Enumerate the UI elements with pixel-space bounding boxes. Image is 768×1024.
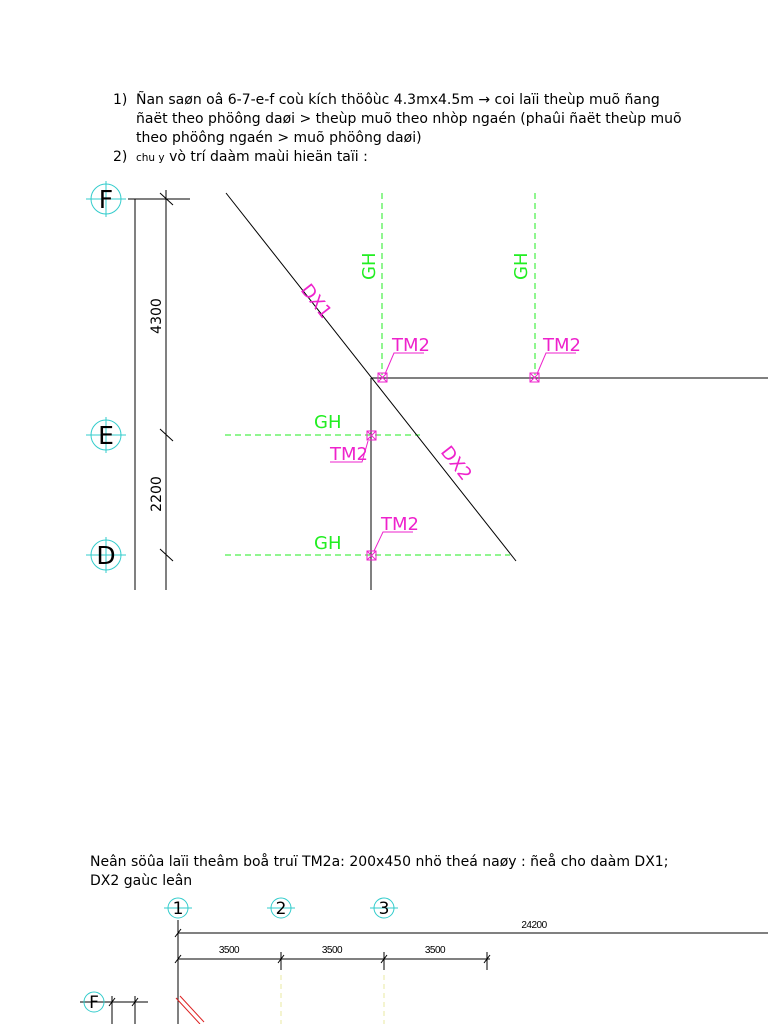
axis-marker-3: 3 <box>370 897 398 919</box>
note-item-2-text: vò trí daàm maùi hieän taïi : <box>169 149 368 165</box>
dimension-label-upper: 4300 <box>149 298 165 334</box>
column-label-tm2-3: TM2 <box>329 444 368 465</box>
note-item-2-small-text: chu y <box>136 152 165 164</box>
gh-label-3: GH <box>314 412 341 433</box>
note-item-1-line-2: ñaët theo phöông daøi > theùp muõ theo n… <box>136 111 682 127</box>
axis-label-e: E <box>98 421 114 450</box>
axis-label-2: 2 <box>276 899 287 919</box>
dimension-lines-2 <box>174 920 768 1024</box>
axis-label-3: 3 <box>379 899 390 919</box>
axis-label-f-2: F <box>89 993 99 1013</box>
dimension-label-b: 3500 <box>322 945 343 956</box>
note-item-1-number: 1) <box>113 92 128 108</box>
axis-label-1: 1 <box>173 899 184 919</box>
note-item-2: 2) chu y vò trí daàm maùi hieän taïi : <box>113 148 368 168</box>
note-item-1-line-1: Ñan saøn oâ 6-7-e-f coù kích thöôùc 4.3m… <box>136 92 660 108</box>
column-label-tm2-4: TM2 <box>380 514 419 535</box>
axis-marker-2: 2 <box>267 897 295 919</box>
axis-label-d: D <box>96 541 115 570</box>
dimension-label-c: 3500 <box>425 945 446 956</box>
axis-marker-1: 1 <box>164 897 192 919</box>
axis-marker-e: E <box>86 417 126 453</box>
gh-label-4: GH <box>314 533 341 554</box>
axis-marker-f-2: F <box>80 991 148 1024</box>
dimension-label-total: 24200 <box>521 920 547 931</box>
dimension-lines <box>128 190 190 590</box>
note-item-1-line-3: theo phöông ngaén > muõ phöông daøi) <box>136 130 422 146</box>
gh-label-2: GH <box>511 253 532 280</box>
section-2-line-2: DX2 gaùc leân <box>90 873 193 889</box>
grid-lines-2 <box>280 975 385 1024</box>
axis-label-f: F <box>99 185 113 214</box>
dimension-label-lower: 2200 <box>149 476 165 512</box>
column-label-tm2-1: TM2 <box>391 335 430 356</box>
beam-lines-2 <box>175 995 205 1024</box>
section-2-line-1: Neân söûa laïi theâm boå truï TM2a: 200x… <box>90 854 669 870</box>
column-label-tm2-2: TM2 <box>542 335 581 356</box>
section-2-text: Neân söûa laïi theâm boå truï TM2a: 200x… <box>90 853 668 891</box>
dimension-label-a: 3500 <box>219 945 240 956</box>
axis-marker-f: F <box>86 181 126 217</box>
note-item-2-number: 2) <box>113 149 128 165</box>
column-markers <box>330 352 576 561</box>
gh-label-1: GH <box>359 253 380 280</box>
axis-marker-d: D <box>86 537 126 573</box>
note-item-1: 1) Ñan saøn oâ 6-7-e-f coù kích thöôùc 4… <box>113 91 682 148</box>
